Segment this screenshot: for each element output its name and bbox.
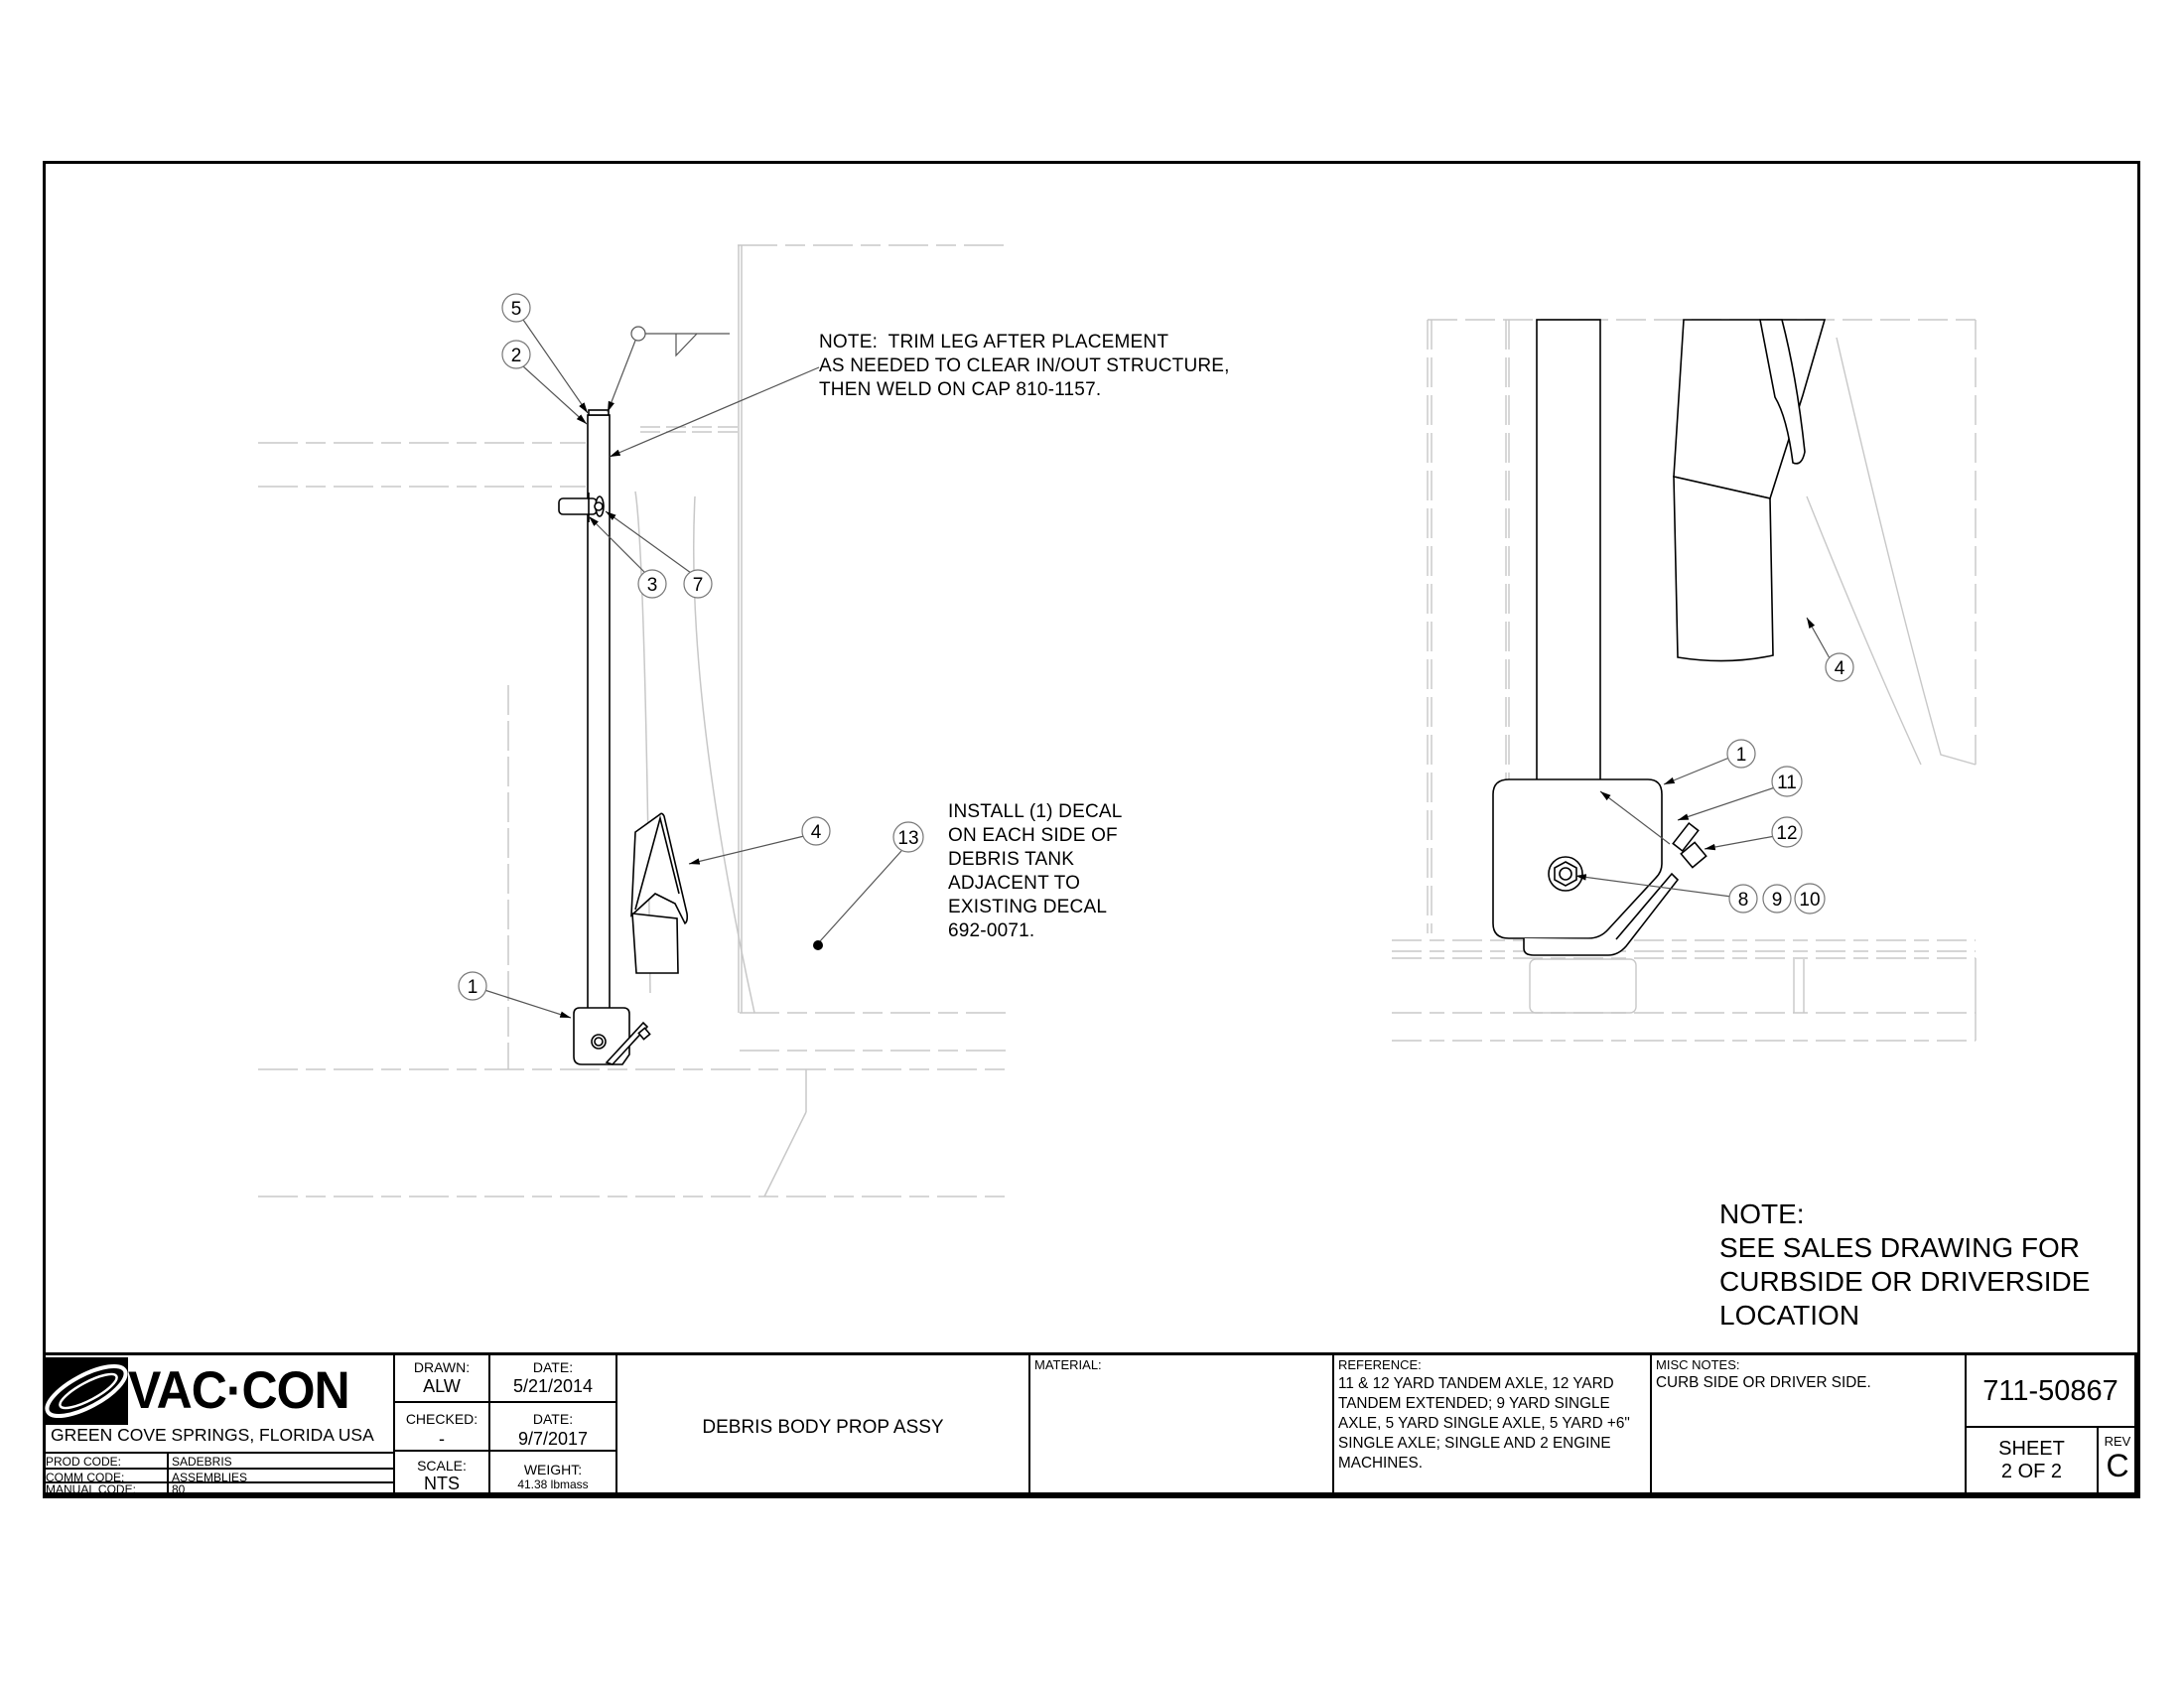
balloon-item-1: 1 [458,971,487,1001]
note-trim-leg: NOTE: TRIM LEG AFTER PLACEMENT AS NEEDED… [819,332,1230,400]
drawn-date-label: DATE: [532,1359,574,1375]
reference-cell: REFERENCE: 11 & 12 YARD TANDEM AXLE, 12 … [1332,1355,1650,1495]
prop-leg-tube-detail [1536,319,1601,787]
balloon-item-12: 12 [1771,816,1803,848]
dates-weight-cell: DATE: 5/21/2014 DATE: 9/7/2017 WEIGHT: 4… [488,1355,615,1495]
company-name: VAC·CON [128,1360,350,1420]
checked-date-label: DATE: [532,1411,574,1427]
company-location: GREEN COVE SPRINGS, FLORIDA USA [51,1425,374,1445]
comm-code-label: COMM CODE: [46,1471,125,1484]
balloon-item-4: 4 [1825,652,1854,682]
svg-text:13: 13 [897,828,918,849]
svg-text:4: 4 [811,822,822,843]
drawing-border [43,161,2140,1495]
pin [558,497,598,515]
svg-text:10: 10 [1799,890,1820,911]
checked-label: CHECKED: [405,1411,478,1427]
balloon-item-5: 5 [501,293,531,323]
nozzle-upper [1673,319,1827,499]
svg-text:9: 9 [1772,890,1783,911]
svg-text:7: 7 [693,575,704,596]
part-number: 711-50867 [1982,1375,2118,1407]
svg-text:2: 2 [511,346,522,366]
reference-label: REFERENCE: [1338,1357,1422,1372]
left-view-parts [558,409,689,1065]
part-number-cell: 711-50867 SHEET 2 OF 2 REV C [1965,1355,2137,1495]
sheet-value: 2 OF 2 [2000,1461,2063,1482]
svg-text:1: 1 [1736,745,1747,766]
sheet-cell: SHEET 2 OF 2 [1967,1428,2097,1495]
balloon-item-3: 3 [637,569,667,599]
reference-value: 11 & 12 YARD TANDEM AXLE, 12 YARD TANDEM… [1338,1375,1630,1472]
drawn-label: DRAWN: [413,1359,471,1375]
balloon-item-4: 4 [801,816,831,846]
material-cell: MATERIAL: [1028,1355,1332,1495]
scale-value: NTS [424,1474,460,1493]
manual-code-row: MANUAL CODE: 80 [43,1481,393,1497]
leg-cap [588,409,610,416]
bracket-detail [1492,778,1663,939]
weight-label: WEIGHT: [523,1462,583,1477]
prod-code-label: PROD CODE: [46,1455,122,1469]
svg-text:11: 11 [1777,773,1797,793]
company-cell: VAC·CON GREEN COVE SPRINGS, FLORIDA USA … [43,1355,393,1497]
nozzle-lower [1673,475,1774,662]
balloon-item-10: 10 [1794,883,1826,914]
prod-code-row: PROD CODE: SADEBRIS [43,1454,393,1470]
balloon-item-9: 9 [1762,884,1792,914]
checked-value: - [439,1429,445,1449]
drawing-title-cell: DEBRIS BODY PROP ASSY [615,1355,1028,1495]
scale-label: SCALE: [417,1458,467,1474]
title-block: VAC·CON GREEN COVE SPRINGS, FLORIDA USA … [43,1352,2140,1498]
vaccon-logo: VAC·CON GREEN COVE SPRINGS, FLORIDA USA [43,1355,393,1452]
svg-text:3: 3 [647,575,658,596]
note-install-decal: INSTALL (1) DECAL ON EACH SIDE OF DEBRIS… [948,801,1123,941]
comm-code-value: ASSEMBLIES [172,1471,248,1484]
right-view-leaders [1574,617,1831,898]
balloon-item-13: 13 [892,821,924,853]
material-label: MATERIAL: [1034,1357,1102,1372]
rev-label: REV [2104,1434,2131,1449]
vaccon-swoosh-icon [45,1357,128,1425]
manual-code-value: 80 [172,1482,186,1496]
prod-code-value: SADEBRIS [172,1455,232,1469]
left-view-leaders [483,319,902,1019]
note-see-sales-drawing: NOTE: SEE SALES DRAWING FOR CURBSIDE OR … [1719,1198,2091,1331]
balloon-item-2: 2 [501,340,531,369]
checked-date-value: 9/7/2017 [517,1429,589,1449]
balloon-item-8: 8 [1728,884,1758,914]
drawn-value: ALW [423,1376,461,1396]
drawn-checked-scale-cell: DRAWN: ALW CHECKED: - SCALE: NTS [393,1355,488,1495]
weld-symbol [607,326,730,413]
comm-code-row: COMM CODE: ASSEMBLIES [43,1470,393,1485]
misc-notes-label: MISC NOTES: [1656,1357,1740,1372]
svg-text:5: 5 [511,299,522,320]
svg-text:8: 8 [1738,890,1749,911]
drawn-date-value: 5/21/2014 [512,1376,594,1396]
misc-notes-value: CURB SIDE OR DRIVER SIDE. [1656,1374,1871,1391]
balloon-item-7: 7 [683,569,713,599]
balloon-item-11: 11 [1771,766,1803,797]
svg-text:4: 4 [1835,658,1845,679]
rev-value: C [2106,1448,2129,1483]
drawing-title: DEBRIS BODY PROP ASSY [702,1417,944,1438]
weight-value: 41.38 lbmass [517,1477,589,1491]
nozzle-lip [1759,319,1806,465]
svg-text:12: 12 [1776,823,1797,844]
right-view-phantom-structure [1392,319,1977,1042]
right-view-parts [1492,319,1827,956]
sheet-label: SHEET [1998,1438,2065,1460]
rev-cell: REV C [2099,1428,2136,1495]
svg-text:1: 1 [468,977,478,998]
manual-code-label: MANUAL CODE: [46,1482,136,1496]
decal-location-dot [813,940,823,950]
balloon-item-1: 1 [1726,739,1756,769]
misc-notes-cell: MISC NOTES: CURB SIDE OR DRIVER SIDE. [1650,1355,1965,1495]
